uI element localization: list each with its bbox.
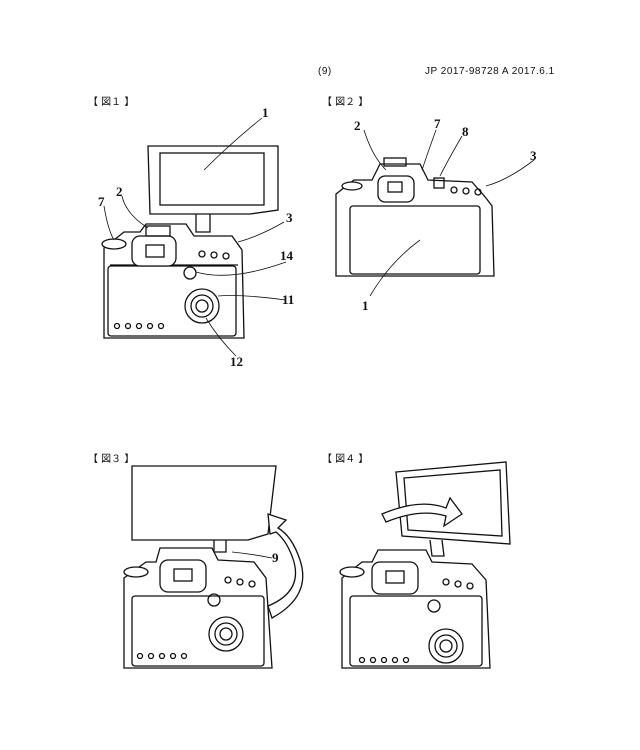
- figure-4-drawing: [339, 461, 511, 669]
- fig1-ref-7: 7: [98, 194, 105, 209]
- fig1-ref-1: 1: [262, 105, 269, 120]
- fig3-ref-9: 9: [272, 550, 279, 565]
- figure-3-drawing: [123, 465, 304, 669]
- fig2-ref-8: 8: [462, 124, 469, 139]
- figure-3-label: 【 図３ 】: [88, 454, 135, 465]
- figure-1-drawing: [101, 117, 287, 357]
- fig1-ref-2: 2: [116, 184, 123, 199]
- figure-2-drawing: [335, 129, 535, 297]
- fig1-ref-11: 11: [282, 292, 294, 307]
- fig2-ref-3: 3: [530, 148, 537, 163]
- fig1-ref-3: 3: [286, 210, 293, 225]
- fig2-ref-1: 1: [362, 298, 369, 313]
- figure-4-label: 【 図４ 】: [322, 454, 369, 465]
- fig1-ref-14: 14: [280, 248, 294, 263]
- figure-1-label: 【 図１ 】: [88, 97, 135, 108]
- fig2-ref-2: 2: [354, 118, 361, 133]
- fig2-ref-7: 7: [434, 116, 441, 131]
- fig1-ref-12: 12: [230, 354, 243, 369]
- figure-2-label: 【 図２ 】: [322, 97, 369, 108]
- publication-number: JP 2017-98728 A 2017.6.1: [425, 66, 555, 77]
- page-number: (9): [318, 66, 332, 77]
